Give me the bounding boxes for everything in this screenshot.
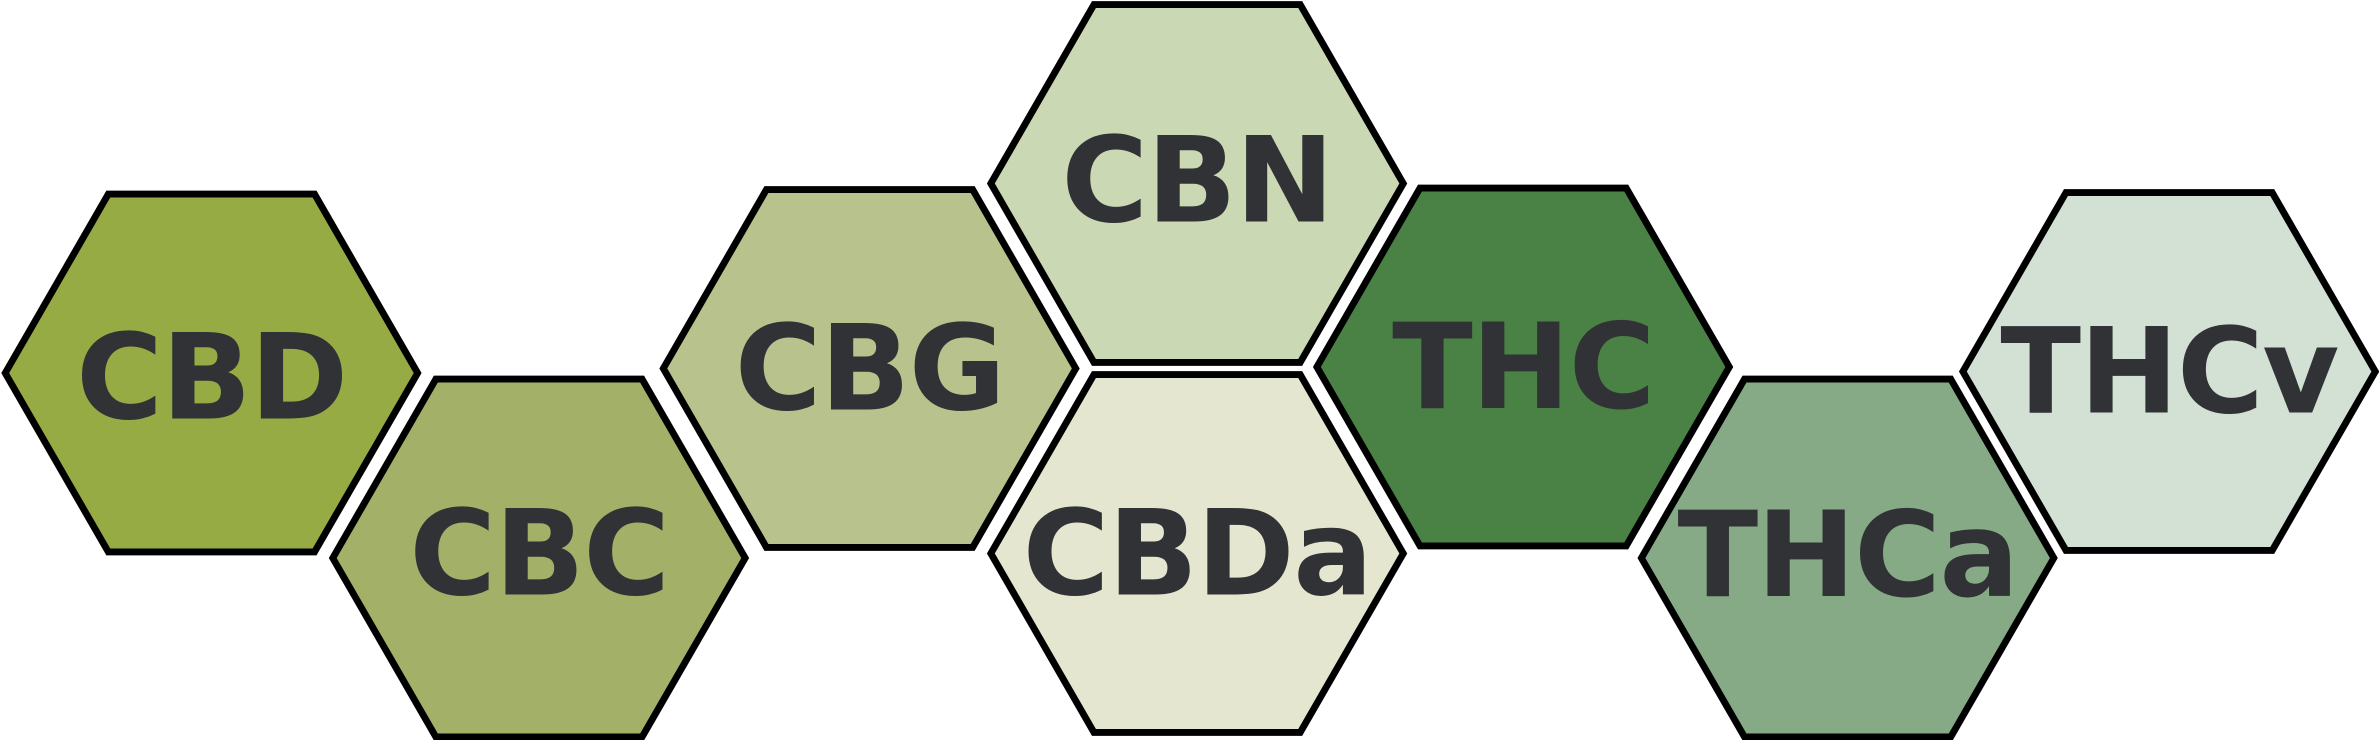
hexagon-thcv: THCv [1958, 189, 2379, 554]
hexagon-label: THC [1392, 298, 1654, 436]
hexagon-shape [1958, 189, 2379, 554]
hexagon-cbd: CBD [1, 190, 422, 556]
hexagon-label: THCv [2000, 303, 2338, 441]
hexagon-cbc: CBC [328, 375, 750, 740]
hexagon-label: CBDa [1023, 484, 1372, 622]
hexagon-shape [328, 375, 750, 740]
hexagon-shape [1637, 375, 2058, 740]
hexagon-label: CBD [76, 309, 347, 447]
hexagon-label: CBC [409, 484, 668, 622]
hexagon-thc: THC [1312, 184, 1734, 550]
hexagon-thca: THCa [1637, 375, 2058, 740]
hexagon-shape [1, 190, 422, 556]
hexagon-shape [986, 371, 1408, 736]
hexagon-cbn: CBN [986, 1, 1408, 366]
hexagon-shape [659, 186, 1080, 551]
hexagon-label: CBN [1061, 111, 1332, 249]
hexagon-cbda: CBDa [986, 371, 1408, 736]
hexagon-cbg: CBG [659, 186, 1080, 551]
hexagon-label: THCa [1678, 486, 2018, 624]
hexagon-label: CBG [735, 299, 1004, 437]
hexagon-shape [986, 1, 1408, 366]
hexagon-shape [1312, 184, 1734, 550]
